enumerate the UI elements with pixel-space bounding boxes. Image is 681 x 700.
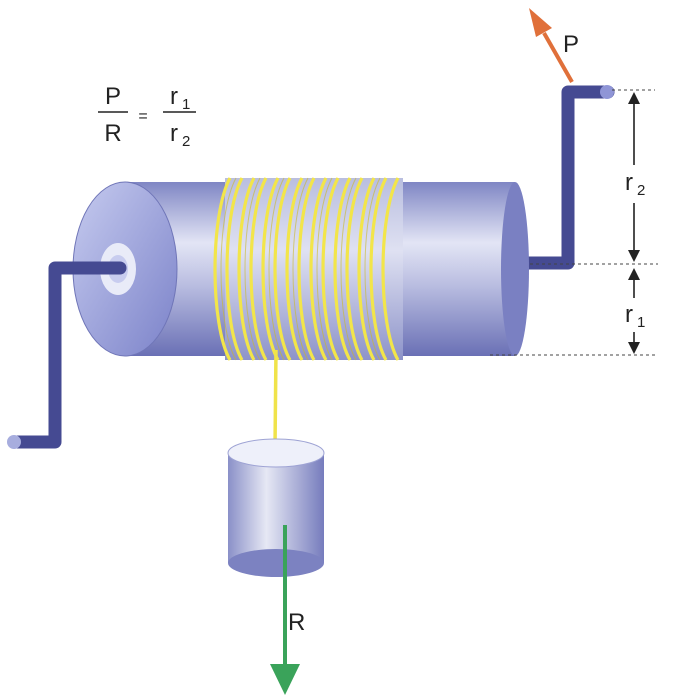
radius-2-label: r [625,169,633,196]
formula-denominator-left: R [104,120,121,147]
hanging-rope [273,349,278,448]
formula-numerator-left: P [105,83,121,110]
right-crank [505,85,615,270]
force-r-arrow [270,525,300,695]
force-p-label: P [563,31,579,58]
formula-numerator-right: r [170,83,178,110]
formula-denominator-right-sub: 2 [182,133,190,150]
formula-equals: = [138,108,147,125]
rope-coil [213,177,403,448]
weight-load [227,438,325,577]
force-p-arrow [529,8,574,83]
force-r-label: R [288,609,305,636]
crank-knob [7,435,21,449]
radius-1-sub: 1 [637,314,645,331]
formula-numerator-right-sub: 1 [182,96,190,113]
ratio-formula: P R = r 1 r 2 [98,83,196,150]
formula-denominator-right: r [170,120,178,147]
dimension-lines [490,89,658,356]
left-crank [7,261,127,449]
radius-2-sub: 2 [637,182,645,199]
radius-1-label: r [625,301,633,328]
